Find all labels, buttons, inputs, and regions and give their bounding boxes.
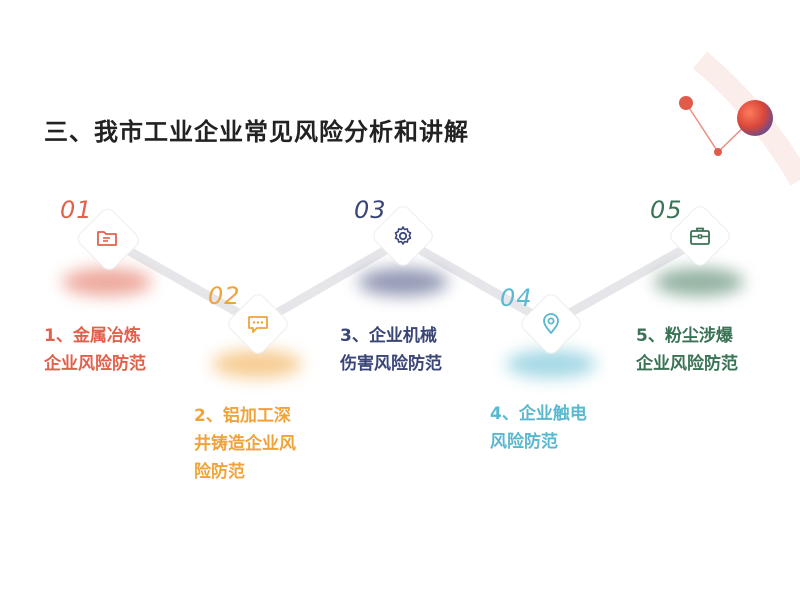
step-2-line-2: 井铸造企业风 bbox=[194, 434, 296, 454]
step-1-tile bbox=[69, 200, 145, 276]
step-2-glow bbox=[212, 350, 302, 378]
step-2-line-1: 2、铝加工深 bbox=[194, 406, 291, 426]
location-pin-icon bbox=[543, 313, 559, 334]
step-3-number: 03 bbox=[354, 196, 387, 224]
step-3-label: 3、企业机械 伤害风险防范 bbox=[340, 322, 442, 378]
step-3-line-2: 伤害风险防范 bbox=[340, 354, 442, 374]
chat-icon bbox=[248, 316, 268, 333]
step-2-diamond bbox=[228, 294, 288, 354]
step-1-glow bbox=[62, 268, 152, 296]
step-5-line-2: 企业风险防范 bbox=[636, 354, 738, 374]
step-4-line-2: 风险防范 bbox=[490, 432, 558, 452]
page-title: 三、我市工业企业常见风险分析和讲解 bbox=[44, 118, 469, 146]
step-5-tile bbox=[662, 198, 738, 274]
step-1-line-2: 企业风险防范 bbox=[44, 354, 146, 374]
step-4-tile bbox=[513, 286, 589, 362]
step-1-number: 01 bbox=[60, 196, 93, 224]
step-5-number: 05 bbox=[650, 196, 683, 224]
step-2-label: 2、铝加工深 井铸造企业风 险防范 bbox=[194, 402, 296, 486]
step-3-line-1: 3、企业机械 bbox=[340, 326, 437, 346]
step-4-line-1: 4、企业触电 bbox=[490, 404, 587, 424]
step-5-label: 5、粉尘涉爆 企业风险防范 bbox=[636, 322, 738, 378]
folder-icon bbox=[97, 231, 117, 246]
step-4-number: 04 bbox=[500, 284, 533, 312]
step-3-tile bbox=[365, 198, 441, 274]
step-3-diamond bbox=[373, 206, 433, 266]
step-1-line-1: 1、金属冶炼 bbox=[44, 326, 141, 346]
step-5-line-1: 5、粉尘涉爆 bbox=[636, 326, 733, 346]
step-2-line-3: 险防范 bbox=[194, 462, 245, 482]
step-5-glow bbox=[654, 268, 744, 296]
step-1-label: 1、金属冶炼 企业风险防范 bbox=[44, 322, 146, 378]
step-3-glow bbox=[358, 268, 448, 296]
briefcase-icon bbox=[690, 227, 710, 245]
step-1-diamond bbox=[77, 208, 139, 270]
step-2-number: 02 bbox=[208, 282, 241, 310]
step-4-label: 4、企业触电 风险防范 bbox=[490, 400, 587, 456]
step-4-glow bbox=[506, 350, 596, 378]
step-2-tile bbox=[220, 286, 296, 362]
gear-icon bbox=[394, 226, 412, 245]
